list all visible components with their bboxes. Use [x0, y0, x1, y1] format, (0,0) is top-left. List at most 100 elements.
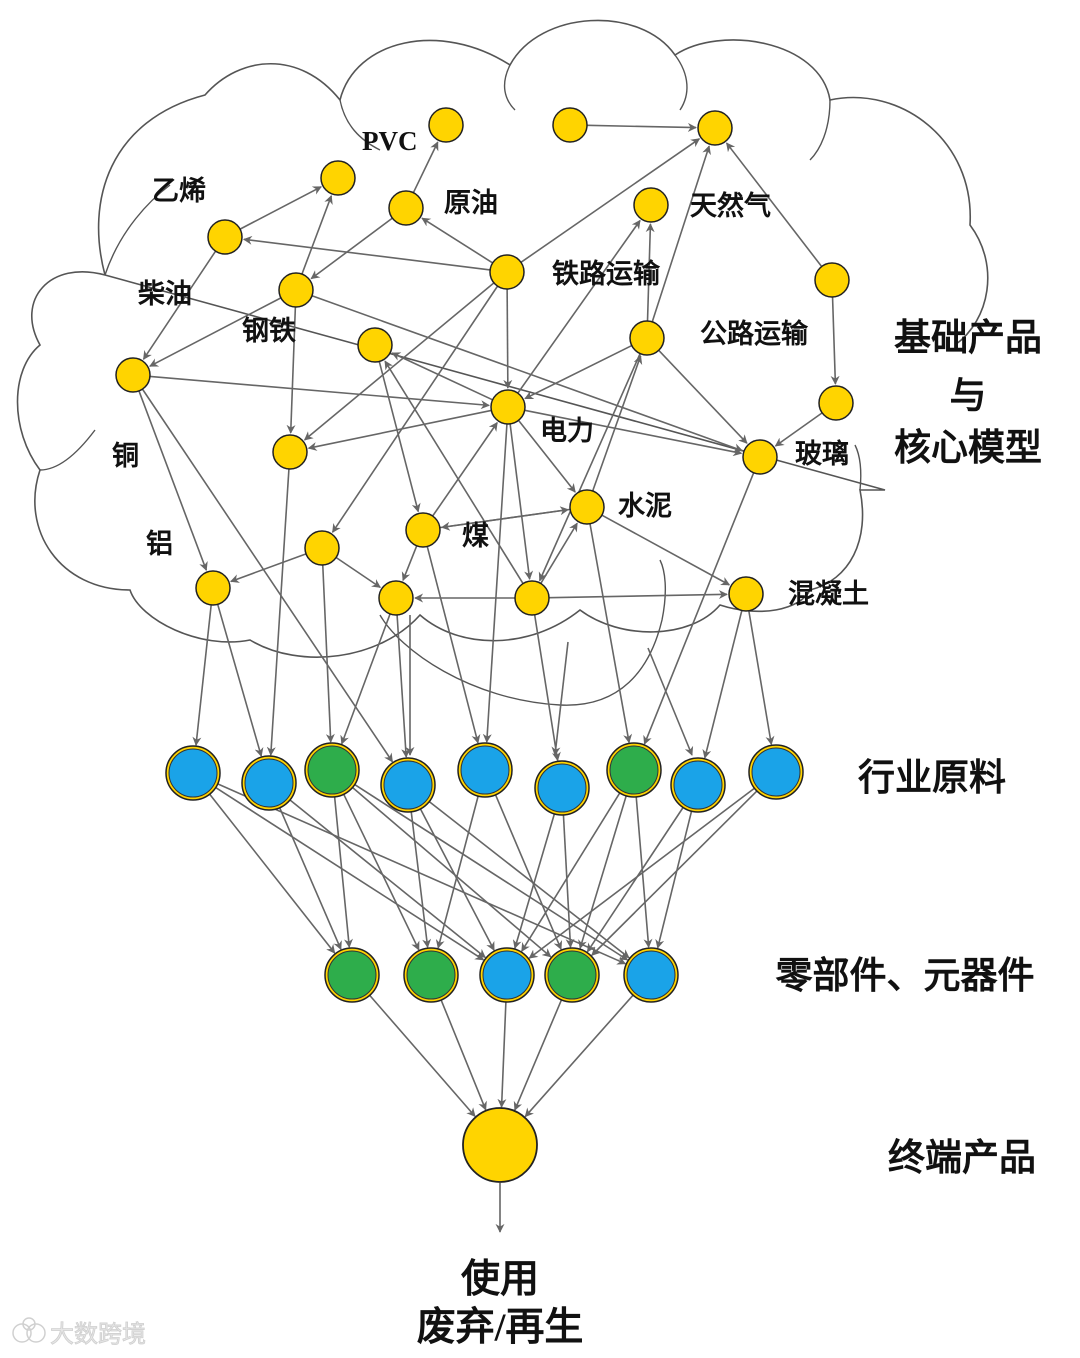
- raw-material-node: [244, 758, 294, 808]
- usage-labels: 使用 废弃/再生: [417, 1258, 584, 1349]
- edge-arrow: [435, 795, 479, 949]
- edge-arrow: [548, 590, 728, 600]
- edge-arrow: [278, 807, 342, 951]
- label-natgas: 天然气: [690, 190, 771, 221]
- edge-arrow: [340, 613, 391, 745]
- edge-arrow: [643, 472, 755, 745]
- edge-arrow: [658, 349, 748, 444]
- cloud-bulge: [674, 54, 688, 111]
- product-node-ng_left: [552, 107, 588, 143]
- edge-arrow: [138, 390, 208, 572]
- product-node-copper: [115, 357, 151, 393]
- edge-arrow: [774, 412, 823, 447]
- edge-arrow: [517, 419, 576, 493]
- edge-arrow: [384, 360, 524, 584]
- label-disposal-recycle: 废弃/再生: [417, 1306, 584, 1349]
- edge-arrow: [321, 564, 335, 743]
- product-node-coal: [405, 512, 441, 548]
- edge-arrow: [645, 223, 655, 322]
- cloud-bulge: [854, 444, 862, 491]
- section-labels: 基础产品 与 核心模型 行业原料 零部件、元器件 终端产品: [776, 317, 1043, 1179]
- product-node-n_mid: [514, 580, 550, 616]
- edge-arrow: [141, 388, 394, 763]
- product-node-rail: [489, 254, 525, 290]
- edge-arrow: [428, 801, 630, 959]
- label-road: 公路运输: [700, 318, 809, 349]
- label-crude: 原油: [444, 188, 498, 218]
- edge-arrow: [702, 610, 743, 759]
- edge-arrow: [209, 793, 336, 954]
- cloud-outline: [16, 19, 989, 658]
- label-basic-products-line1: 基础产品: [894, 317, 1042, 359]
- edge-arrow: [651, 145, 711, 323]
- edge-arrow: [562, 814, 575, 948]
- edge-arrow: [149, 297, 282, 367]
- edges-layer: [138, 122, 840, 1233]
- edge-arrow: [289, 799, 486, 959]
- edge-arrow: [352, 786, 552, 958]
- label-final-product: 终端产品: [888, 1137, 1036, 1179]
- product-node-concrete: [728, 576, 764, 612]
- edge-arrow: [494, 794, 563, 951]
- label-components: 零部件、元器件: [776, 955, 1035, 997]
- raw-material-node: [383, 760, 433, 810]
- product-node-ethylene: [320, 160, 356, 196]
- edge-arrow: [311, 295, 743, 453]
- edge-arrow: [578, 795, 627, 950]
- label-basic-products-line3: 核心模型: [894, 427, 1042, 469]
- product-node-ng_right: [814, 262, 850, 298]
- edge-arrow: [307, 409, 492, 451]
- edge-arrow: [512, 813, 556, 950]
- edge-arrow: [242, 235, 491, 271]
- product-node-road: [629, 320, 665, 356]
- edge-arrow: [378, 361, 421, 513]
- cloud-bulge: [104, 184, 171, 276]
- cloud-bulge: [503, 64, 516, 111]
- product-node-steel: [278, 272, 314, 308]
- edge-arrow: [440, 508, 571, 531]
- component-node: [406, 950, 456, 1000]
- label-glass: 玻璃: [795, 439, 849, 469]
- product-node-natgas: [633, 187, 669, 223]
- edge-arrow: [538, 353, 641, 582]
- edge-arrow: [391, 352, 493, 401]
- component-node: [626, 950, 676, 1000]
- label-aluminum: 铝: [146, 529, 173, 559]
- raw-material-node: [609, 745, 659, 795]
- label-copper: 铜: [112, 441, 139, 471]
- component-node: [547, 950, 597, 1000]
- node-labels: PVC 乙烯 原油 柴油 钢铁 铁路运输 天然气 公路运输 铜 电力 玻璃 水泥…: [112, 126, 869, 609]
- edge-arrow: [830, 296, 840, 385]
- nodes-layer: [115, 107, 854, 1183]
- edge-arrow: [396, 614, 411, 758]
- raw-material-node: [460, 745, 510, 795]
- edge-arrow: [591, 355, 643, 492]
- edge-arrow: [412, 141, 439, 194]
- label-diesel: 柴油: [138, 279, 192, 309]
- edge-arrow: [216, 604, 264, 757]
- edge-arrow: [149, 375, 490, 410]
- product-node-steel_down: [272, 434, 308, 470]
- final-product-node: [462, 1107, 538, 1183]
- product-node-power: [490, 389, 526, 425]
- label-use: 使用: [461, 1258, 539, 1301]
- raw-material-node: [168, 748, 218, 798]
- edge-arrow: [215, 786, 485, 961]
- edge-arrow: [533, 614, 561, 762]
- edge-arrow: [419, 808, 495, 951]
- cloud-bulge: [339, 99, 381, 151]
- cloud-bulge: [39, 429, 96, 471]
- edge-arrow: [286, 306, 297, 434]
- label-ethylene: 乙烯: [152, 176, 206, 206]
- label-pvc: PVC: [362, 126, 418, 156]
- component-node: [482, 950, 532, 1000]
- edge-arrow: [601, 514, 731, 586]
- edge-arrow: [192, 604, 212, 747]
- edge-arrow: [266, 468, 290, 756]
- edge-arrow: [440, 999, 487, 1111]
- product-node-ng_top: [697, 110, 733, 146]
- edge-arrow: [655, 811, 693, 949]
- label-coal: 煤: [462, 521, 489, 551]
- product-node-crude: [388, 190, 424, 226]
